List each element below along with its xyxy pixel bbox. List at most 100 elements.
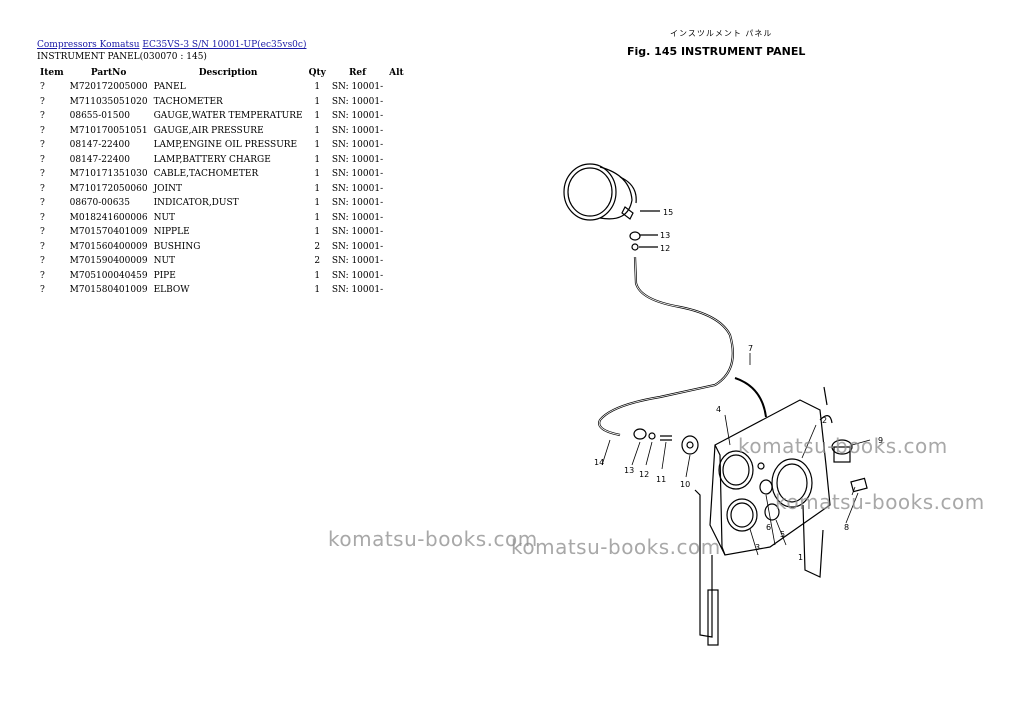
callout-13b: 13 bbox=[624, 466, 634, 475]
ref-cell: SN: 10001- bbox=[331, 125, 384, 136]
ref-cell: SN: 10001- bbox=[331, 285, 384, 296]
callout-3: 3 bbox=[755, 543, 760, 552]
callout-9: 9 bbox=[878, 436, 883, 445]
item-cell: ? bbox=[40, 125, 45, 136]
ref-cell: SN: 10001- bbox=[331, 227, 384, 238]
description-cell: PIPE bbox=[153, 270, 176, 281]
alt-cell bbox=[386, 196, 407, 211]
callout-8: 8 bbox=[844, 523, 849, 532]
watermark-4: komatsu-books.com bbox=[511, 535, 721, 559]
description-cell: CABLE,TACHOMETER bbox=[153, 169, 259, 180]
panel-drawing bbox=[694, 386, 833, 646]
callout-13: 13 bbox=[660, 231, 670, 240]
alt-cell bbox=[386, 283, 407, 298]
description-cell: NUT bbox=[153, 212, 176, 223]
ref-cell: SN: 10001- bbox=[331, 212, 384, 223]
item-cell: ? bbox=[40, 256, 45, 267]
description-cell: PANEL bbox=[153, 82, 186, 93]
callout-10: 10 bbox=[680, 480, 690, 489]
item-cell: ? bbox=[40, 270, 45, 281]
item-cell: ? bbox=[40, 198, 45, 209]
alt-cell bbox=[386, 225, 407, 240]
description-cell: GAUGE,AIR PRESSURE bbox=[153, 125, 264, 136]
partno-cell: 08147-22400 bbox=[69, 140, 130, 151]
ref-cell: SN: 10001- bbox=[331, 140, 384, 151]
tachometer-cable-drawing bbox=[598, 256, 734, 437]
description-cell: LAMP,BATTERY CHARGE bbox=[153, 154, 271, 165]
ref-cell: SN: 10001- bbox=[331, 154, 384, 165]
partno-cell: M710172050060 bbox=[69, 183, 148, 194]
description-cell: NIPPLE bbox=[153, 227, 190, 238]
partno-cell: M705100040459 bbox=[69, 270, 148, 281]
item-cell: ? bbox=[40, 140, 45, 151]
callout-5: 5 bbox=[780, 530, 785, 539]
partno-cell: 08670-00635 bbox=[69, 198, 130, 209]
header-qty: Qty bbox=[308, 68, 326, 78]
callout-15: 15 bbox=[663, 208, 673, 217]
callout-1: 1 bbox=[798, 553, 803, 562]
page-subtitle: INSTRUMENT PANEL(030070 : 145) bbox=[37, 52, 207, 62]
callout-12: 12 bbox=[660, 244, 670, 253]
item-cell: ? bbox=[40, 212, 45, 223]
ref-cell: SN: 10001- bbox=[331, 256, 384, 267]
qty-cell: 1 bbox=[314, 140, 321, 151]
partno-cell: 08147-22400 bbox=[69, 154, 130, 165]
description-cell: NUT bbox=[153, 256, 176, 267]
alt-cell bbox=[386, 240, 407, 255]
alt-cell bbox=[386, 269, 407, 284]
item-cell: ? bbox=[40, 82, 45, 93]
ref-cell: SN: 10001- bbox=[331, 82, 384, 93]
tachometer-drawing bbox=[563, 163, 637, 221]
partno-cell: M701570401009 bbox=[69, 227, 148, 238]
callout-14: 14 bbox=[594, 458, 604, 467]
description-cell: TACHOMETER bbox=[153, 96, 223, 107]
description-cell: BUSHING bbox=[153, 241, 201, 252]
description-cell: INDICATOR,DUST bbox=[153, 198, 239, 209]
table-row: ? M701560400009 BUSHING 2 SN: 10001- bbox=[37, 240, 407, 255]
item-cell: ? bbox=[40, 241, 45, 252]
header-item: Item bbox=[40, 68, 64, 78]
figure-title: Fig. 145 INSTRUMENT PANEL bbox=[627, 45, 805, 58]
qty-cell: 1 bbox=[314, 96, 321, 107]
item-cell: ? bbox=[40, 183, 45, 194]
qty-cell: 2 bbox=[314, 241, 321, 252]
watermark-1: komatsu-books.com bbox=[738, 434, 948, 458]
partno-cell: M701560400009 bbox=[69, 241, 148, 252]
header-partno: PartNo bbox=[90, 68, 127, 78]
ref-cell: SN: 10001- bbox=[331, 111, 384, 122]
alt-cell bbox=[386, 124, 407, 139]
breadcrumb-link-compressors[interactable]: Compressors Komatsu bbox=[37, 40, 140, 50]
callout-11: 11 bbox=[656, 475, 666, 484]
watermark-2: komatsu-books.com bbox=[775, 490, 985, 514]
callout-6: 6 bbox=[766, 523, 771, 532]
figure-japanese-title: インスツルメント パネル bbox=[670, 29, 772, 38]
item-cell: ? bbox=[40, 285, 45, 296]
dust-indicator-drawing bbox=[831, 439, 868, 496]
qty-cell: 1 bbox=[314, 270, 321, 281]
parts-diagram: インスツルメント パネル Fig. 145 INSTRUMENT PANEL bbox=[563, 29, 883, 646]
header-description: Description bbox=[198, 68, 258, 78]
description-cell: ELBOW bbox=[153, 285, 190, 296]
callout-7: 7 bbox=[748, 344, 753, 353]
qty-cell: 1 bbox=[314, 82, 321, 93]
item-cell: ? bbox=[40, 169, 45, 180]
item-cell: ? bbox=[40, 96, 45, 107]
alt-cell bbox=[386, 138, 407, 153]
partno-cell: M720172005000 bbox=[69, 82, 148, 93]
qty-cell: 1 bbox=[314, 111, 321, 122]
ref-cell: SN: 10001- bbox=[331, 270, 384, 281]
alt-cell bbox=[386, 182, 407, 197]
watermark-3: komatsu-books.com bbox=[328, 527, 538, 551]
ref-cell: SN: 10001- bbox=[331, 198, 384, 209]
table-row: ? M705100040459 PIPE 1 SN: 10001- bbox=[37, 269, 407, 284]
ref-cell: SN: 10001- bbox=[331, 241, 384, 252]
breadcrumb-link-model[interactable]: EC35VS-3 S/N 10001-UP(ec35vs0c) bbox=[142, 40, 307, 50]
